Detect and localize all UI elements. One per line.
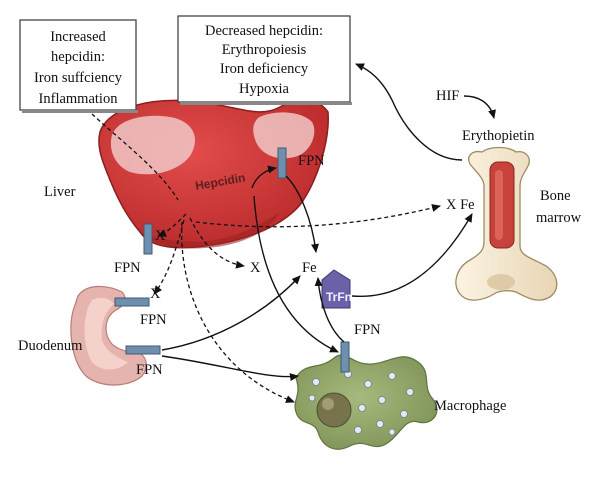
increased-line-3: Iron suffciency bbox=[34, 70, 123, 86]
marrow-core-highlight bbox=[495, 170, 503, 240]
x-center-label: X bbox=[250, 260, 261, 276]
arrow-macro-to-fe bbox=[314, 277, 345, 343]
macrophage-vesicles bbox=[308, 370, 414, 436]
increased-line-1: Increased bbox=[50, 29, 106, 45]
erythropoietin-label: Erythopietin bbox=[462, 128, 535, 144]
fe-label: Fe bbox=[302, 260, 317, 276]
bone-label: Bone bbox=[540, 188, 571, 204]
trfn-label: TrFn bbox=[326, 290, 352, 304]
x-fe-label: X Fe bbox=[446, 197, 475, 213]
liver-underside bbox=[140, 212, 280, 249]
fpn-liver-right bbox=[277, 147, 287, 179]
duodenum-inner bbox=[84, 297, 128, 370]
macrophage-nucleus-shine bbox=[322, 398, 334, 410]
increased-line-4: Inflammation bbox=[39, 91, 119, 107]
dashed-hepcidin-to-liver-fpn bbox=[157, 213, 187, 237]
increased-hepcidin-box: Increased hepcidin: Iron suffciency Infl… bbox=[19, 19, 138, 113]
fpn-duodenum-bottom bbox=[125, 345, 161, 355]
arrow-hif-to-epo bbox=[463, 95, 496, 119]
fpn-duodenum-bottom-label: FPN bbox=[136, 362, 163, 378]
fpn-duodenum-top-label: FPN bbox=[140, 312, 167, 328]
fpn-liver-left-label: FPN bbox=[114, 260, 141, 276]
increased-line-2: hepcidin: bbox=[51, 49, 105, 65]
x-liver-label: X bbox=[155, 228, 166, 244]
dashed-hepcidin-to-macrophage bbox=[181, 221, 295, 403]
trfn-shape bbox=[321, 269, 351, 309]
liver-label: Liver bbox=[44, 184, 76, 200]
x-duodenum-label: X bbox=[150, 286, 161, 302]
macrophage-cell bbox=[294, 354, 438, 450]
arrow-epo-to-box bbox=[355, 63, 463, 161]
fpn-liver-left bbox=[143, 223, 153, 255]
arrow-hepcidin-to-fpn bbox=[251, 165, 277, 189]
dashed-hepcidin-to-marrow bbox=[195, 204, 441, 228]
arrow-hepcidin-to-macro-fpn bbox=[253, 195, 339, 353]
arrow-duodenum-to-fe bbox=[161, 275, 301, 351]
arrow-trfn-to-marrow bbox=[351, 213, 473, 298]
liver-organ: Hepcidin bbox=[98, 99, 329, 249]
hif-label: HIF bbox=[436, 88, 459, 104]
transferrin: TrFn bbox=[321, 269, 352, 309]
fpn-macrophage bbox=[340, 341, 350, 373]
marrow-label: marrow bbox=[536, 210, 582, 226]
fpn-liver-right-label: FPN bbox=[298, 153, 325, 169]
duodenum-organ bbox=[70, 285, 147, 386]
arrow-liver-to-fe bbox=[285, 175, 319, 253]
dashed-arrows bbox=[91, 113, 441, 403]
bone-marrow bbox=[455, 146, 558, 301]
macrophage-label: Macrophage bbox=[434, 398, 506, 414]
decreased-line-2: Erythropoiesis bbox=[222, 42, 307, 58]
fpn-channels bbox=[114, 147, 350, 373]
fpn-macrophage-label: FPN bbox=[354, 322, 381, 338]
decreased-line-1: Decreased hepcidin: bbox=[205, 23, 323, 39]
dashed-hepcidin-to-x-center bbox=[189, 217, 245, 269]
liver-highlight-right bbox=[253, 112, 315, 159]
macrophage-shape bbox=[294, 354, 438, 450]
dashed-hepcidin-to-duodenum bbox=[153, 219, 185, 295]
decreased-line-4: Hypoxia bbox=[239, 81, 290, 97]
liver-highlight-left bbox=[110, 115, 195, 175]
arrows bbox=[161, 63, 496, 382]
increased-box-shadow bbox=[22, 110, 138, 113]
bone-joint-shadow bbox=[487, 274, 515, 290]
fpn-duodenum-top bbox=[114, 297, 150, 307]
decreased-hepcidin-box: Decreased hepcidin: Erythropoiesis Iron … bbox=[177, 15, 352, 105]
decreased-box-shadow bbox=[180, 102, 352, 105]
duodenum-label: Duodenum bbox=[18, 338, 83, 354]
macrophage-nucleus bbox=[316, 392, 352, 428]
decreased-line-3: Iron deficiency bbox=[220, 61, 309, 77]
arrow-duodenum-to-macro bbox=[161, 355, 299, 382]
